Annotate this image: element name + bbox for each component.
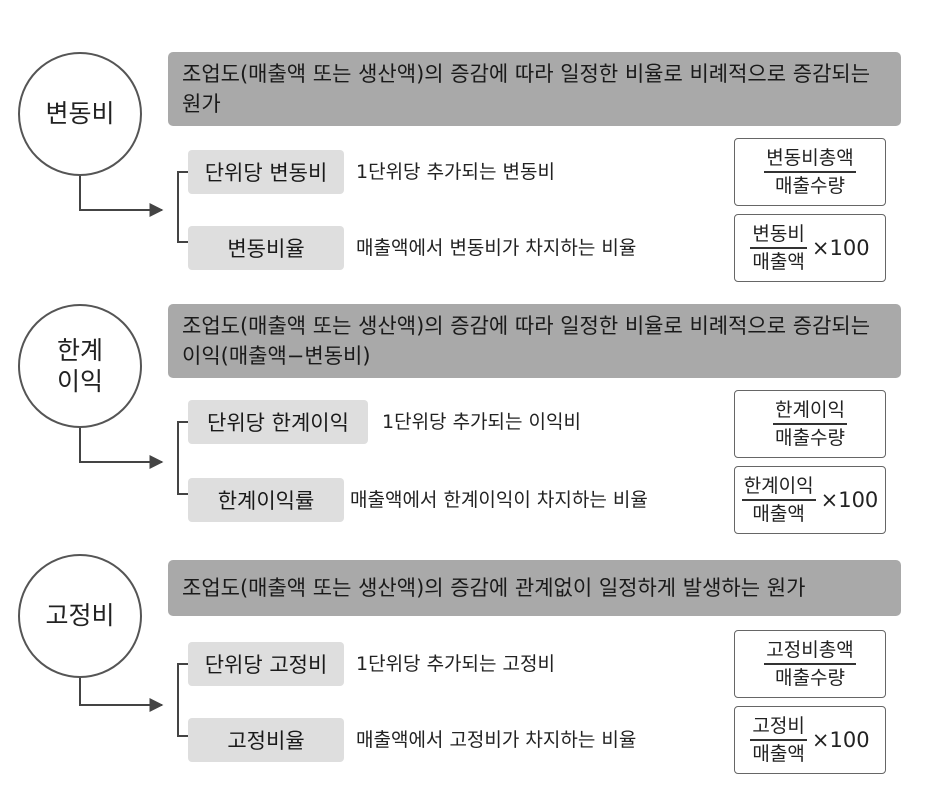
- fixed-cost-ratio-description: 매출액에서 고정비가 차지하는 비율: [356, 729, 637, 751]
- variable-cost-circle: 변동비: [18, 52, 142, 176]
- unit-variable-cost-formula: 변동비총액 매출수량: [734, 138, 886, 206]
- marginal-profit-ratio-description: 매출액에서 한계이익이 차지하는 비율: [350, 489, 648, 511]
- variable-cost-ratio-term: 변동비율: [188, 226, 344, 270]
- formula-numerator: 고정비: [750, 713, 807, 741]
- formula-numerator: 변동비: [750, 221, 807, 249]
- formula-denominator: 매출수량: [775, 175, 845, 197]
- unit-fixed-cost-description: 1단위당 추가되는 고정비: [356, 653, 555, 675]
- unit-fixed-cost-term: 단위당 고정비: [188, 642, 344, 686]
- formula-denominator: 매출액: [752, 503, 805, 525]
- formula-numerator: 한계이익: [741, 473, 816, 501]
- variable-cost-definition: 조업도(매출액 또는 생산액)의 증감에 따라 일정한 비율로 비례적으로 증감…: [168, 52, 901, 126]
- marginal-profit-definition: 조업도(매출액 또는 생산액)의 증감에 따라 일정한 비율로 비례적으로 증감…: [168, 304, 901, 378]
- fixed-cost-ratio-formula: 고정비 매출액 ×100: [734, 706, 886, 774]
- formula-denominator: 매출액: [752, 743, 805, 765]
- marginal-profit-ratio-term: 한계이익률: [188, 478, 344, 522]
- unit-marginal-profit-term: 단위당 한계이익: [188, 400, 368, 444]
- fixed-cost-definition: 조업도(매출액 또는 생산액)의 증감에 관계없이 일정하게 발생하는 원가: [168, 560, 901, 616]
- bracket-marginal-profit: [177, 421, 188, 495]
- formula-denominator: 매출액: [752, 251, 805, 273]
- marginal-profit-ratio-formula: 한계이익 매출액 ×100: [734, 466, 886, 534]
- formula-denominator: 매출수량: [775, 667, 845, 689]
- formula-numerator: 한계이익: [773, 397, 847, 425]
- formula-multiplier: ×100: [811, 728, 870, 752]
- formula-multiplier: ×100: [811, 236, 870, 260]
- unit-marginal-profit-description: 1단위당 추가되는 이익비: [382, 411, 581, 433]
- unit-marginal-profit-formula: 한계이익 매출수량: [734, 390, 886, 458]
- fixed-cost-circle: 고정비: [18, 554, 142, 678]
- unit-variable-cost-description: 1단위당 추가되는 변동비: [356, 161, 555, 183]
- variable-cost-ratio-formula: 변동비 매출액 ×100: [734, 214, 886, 282]
- unit-fixed-cost-formula: 고정비총액 매출수량: [734, 630, 886, 698]
- bracket-variable-cost: [177, 171, 188, 243]
- formula-denominator: 매출수량: [775, 427, 845, 449]
- formula-numerator: 변동비총액: [764, 145, 856, 173]
- bracket-fixed-cost: [177, 663, 188, 737]
- fixed-cost-ratio-term: 고정비율: [188, 718, 344, 762]
- marginal-profit-circle: 한계 이익: [18, 304, 142, 428]
- formula-numerator: 고정비총액: [764, 637, 856, 665]
- variable-cost-ratio-description: 매출액에서 변동비가 차지하는 비율: [356, 237, 637, 259]
- unit-variable-cost-term: 단위당 변동비: [188, 150, 344, 194]
- formula-multiplier: ×100: [820, 488, 879, 512]
